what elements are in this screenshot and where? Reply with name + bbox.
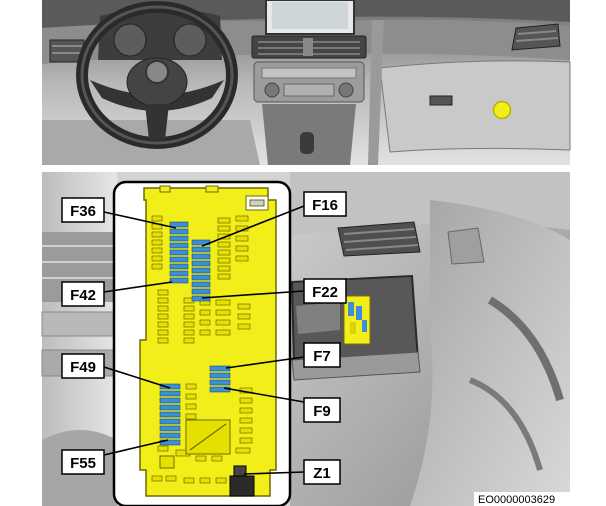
callout-f55: F55 (61, 449, 105, 475)
callout-z1: Z1 (303, 459, 341, 485)
highlighted-fuses-lower (159, 383, 181, 446)
svg-text:F22: F22 (312, 284, 338, 301)
svg-text:F16: F16 (312, 197, 338, 214)
fuse-board (139, 185, 277, 497)
svg-text:F9: F9 (313, 403, 331, 420)
highlighted-fuses-upper (169, 221, 211, 302)
location-marker-icon (492, 100, 512, 120)
svg-text:F36: F36 (70, 203, 96, 220)
callout-f9: F9 (303, 397, 341, 423)
center-vents (251, 35, 367, 59)
callout-f49: F49 (61, 353, 105, 379)
svg-text:F55: F55 (70, 455, 96, 472)
empty-fuse-slots (151, 215, 253, 484)
callout-f7: F7 (303, 342, 341, 368)
instrument-cluster (98, 8, 222, 60)
glove-box-detail-panel: F36 F16 F42 F22 F7 F49 F9 F55 (41, 172, 570, 506)
reference-code: EO0000003629 (474, 492, 570, 506)
steering-wheel (76, 1, 238, 149)
relay-block (159, 419, 231, 469)
callout-f22: F22 (303, 278, 347, 304)
highlighted-fuses-middle (209, 365, 231, 393)
fuse-box-zoom (112, 180, 292, 506)
right-vent (511, 23, 561, 51)
fuse-board-in-situ (343, 295, 371, 345)
passenger-dash-view (290, 172, 570, 506)
leader-lines (103, 205, 305, 475)
callout-f36: F36 (61, 197, 105, 223)
svg-text:Z1: Z1 (313, 465, 331, 482)
svg-text:F42: F42 (70, 287, 96, 304)
svg-text:EO0000003629: EO0000003629 (478, 494, 555, 506)
center-display (265, 0, 355, 35)
dashboard-overview-panel (42, 0, 571, 165)
svg-text:F49: F49 (70, 359, 96, 376)
center-console (253, 61, 365, 165)
z1-connector (229, 465, 255, 497)
svg-text:F7: F7 (313, 348, 331, 365)
callout-f16: F16 (303, 191, 347, 217)
callout-f42: F42 (61, 281, 105, 307)
glove-box (379, 60, 571, 153)
